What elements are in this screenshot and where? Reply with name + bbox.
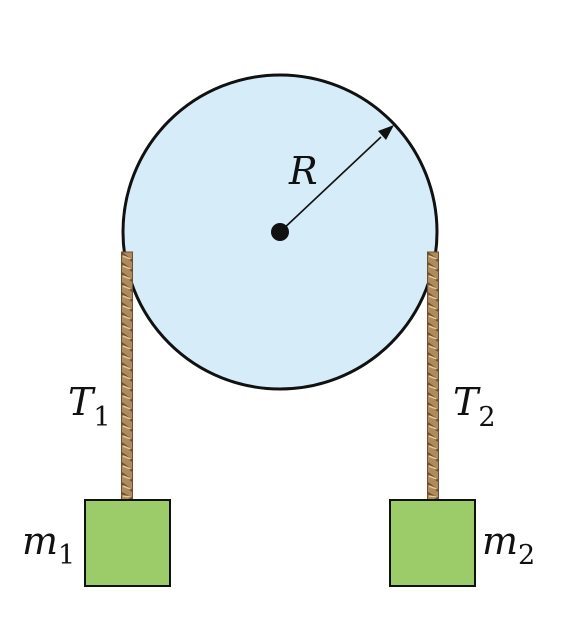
rope-highlight (428, 415, 437, 420)
radius-line (279, 136, 382, 233)
rope-left (120, 251, 134, 501)
rope-highlight (122, 345, 131, 350)
rope-highlight (122, 495, 131, 498)
rope-highlight (122, 335, 131, 340)
rope-highlight (428, 265, 437, 270)
rope-highlight (428, 425, 437, 430)
rope-highlight (428, 275, 437, 280)
rope-highlight (428, 495, 437, 498)
rope-highlight (428, 445, 437, 450)
rope-highlight (428, 435, 437, 440)
pulley-axle (271, 223, 289, 241)
tension-label-right: T2 (453, 380, 496, 433)
mass-label-left: m1 (22, 519, 75, 571)
rope-highlight (428, 285, 437, 290)
rope-highlight (122, 325, 131, 330)
rope-highlight (122, 405, 131, 410)
rope-highlight (122, 455, 131, 460)
mass-block-left (84, 499, 171, 587)
rope-highlight (122, 315, 131, 320)
rope-highlight (428, 365, 437, 370)
rope-highlight (122, 395, 131, 400)
rope-highlight (428, 305, 437, 310)
rope-highlight (428, 345, 437, 350)
rope-highlight (428, 485, 437, 490)
radius-arrowhead (378, 125, 394, 140)
rope-highlight (122, 465, 131, 470)
rope-highlight (428, 355, 437, 360)
rope-highlight (122, 285, 131, 290)
mass-block-right (389, 499, 476, 587)
rope-highlight (122, 295, 131, 300)
rope-highlight (122, 435, 131, 440)
rope-highlight (122, 415, 131, 420)
rope-highlight (428, 405, 437, 410)
rope-highlight (428, 375, 437, 380)
rope-highlight (428, 395, 437, 400)
rope-highlight (122, 365, 131, 370)
rope-highlight (428, 465, 437, 470)
rope-highlight (428, 255, 437, 260)
rope-highlight (428, 385, 437, 390)
rope-highlight (122, 475, 131, 480)
mass-label-right: m2 (482, 519, 535, 571)
rope-highlight (428, 295, 437, 300)
rope-highlight (428, 315, 437, 320)
rope-highlight (122, 255, 131, 260)
rope-highlight (122, 275, 131, 280)
rope-highlight (428, 325, 437, 330)
rope-right (426, 251, 440, 501)
rope-highlight (122, 375, 131, 380)
tension-label-left: T1 (68, 380, 111, 433)
rope-highlight (428, 455, 437, 460)
rope-highlight (122, 305, 131, 310)
rope-highlight (122, 355, 131, 360)
rope-highlight (122, 445, 131, 450)
rope-highlight (122, 265, 131, 270)
rope-highlight (428, 335, 437, 340)
rope-highlight (122, 385, 131, 390)
rope-highlight (122, 425, 131, 430)
rope-highlight (428, 475, 437, 480)
radius-label: R (288, 149, 318, 193)
rope-highlight (122, 485, 131, 490)
